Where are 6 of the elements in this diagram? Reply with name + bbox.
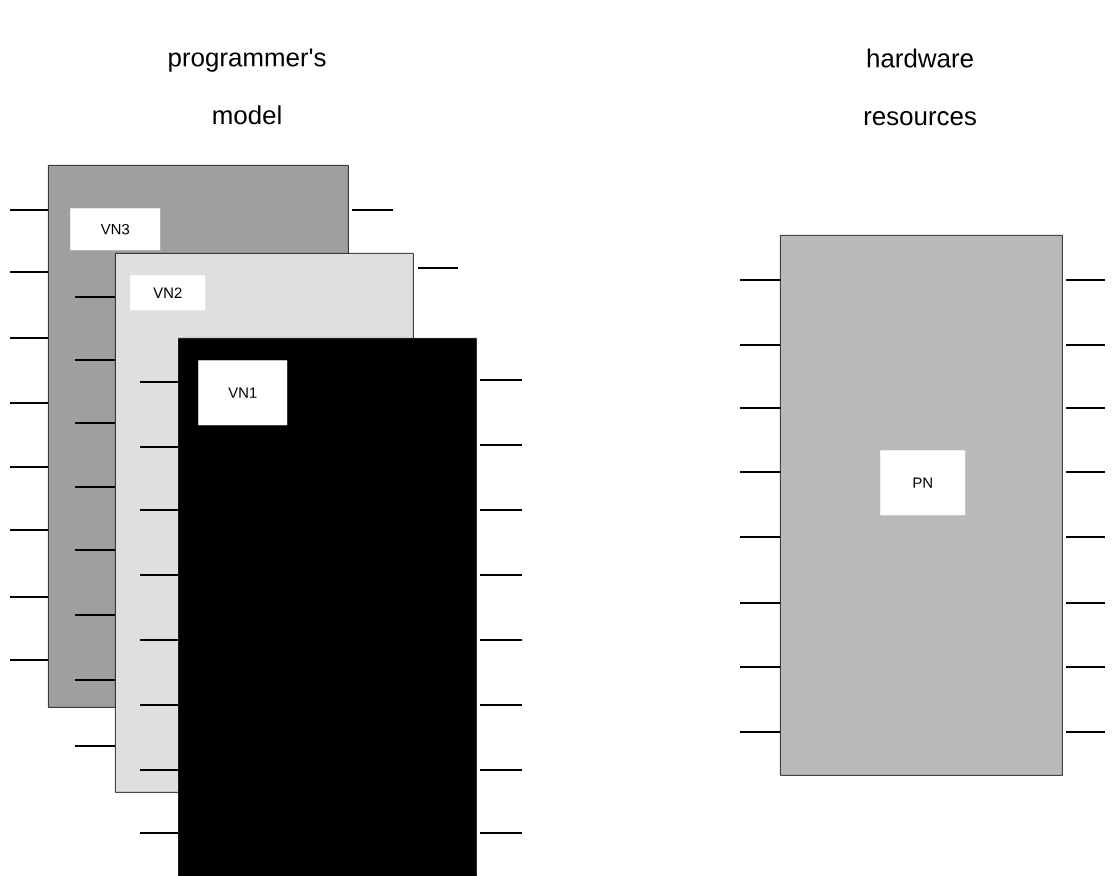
heading: programmer's model — [169, 48, 326, 125]
node-label: PN — [880, 450, 966, 516]
node-label: VN1 — [198, 360, 288, 426]
heading: hardware resources — [864, 48, 976, 126]
node-label: VN2 — [130, 275, 206, 311]
node-label: VN3 — [70, 208, 161, 251]
